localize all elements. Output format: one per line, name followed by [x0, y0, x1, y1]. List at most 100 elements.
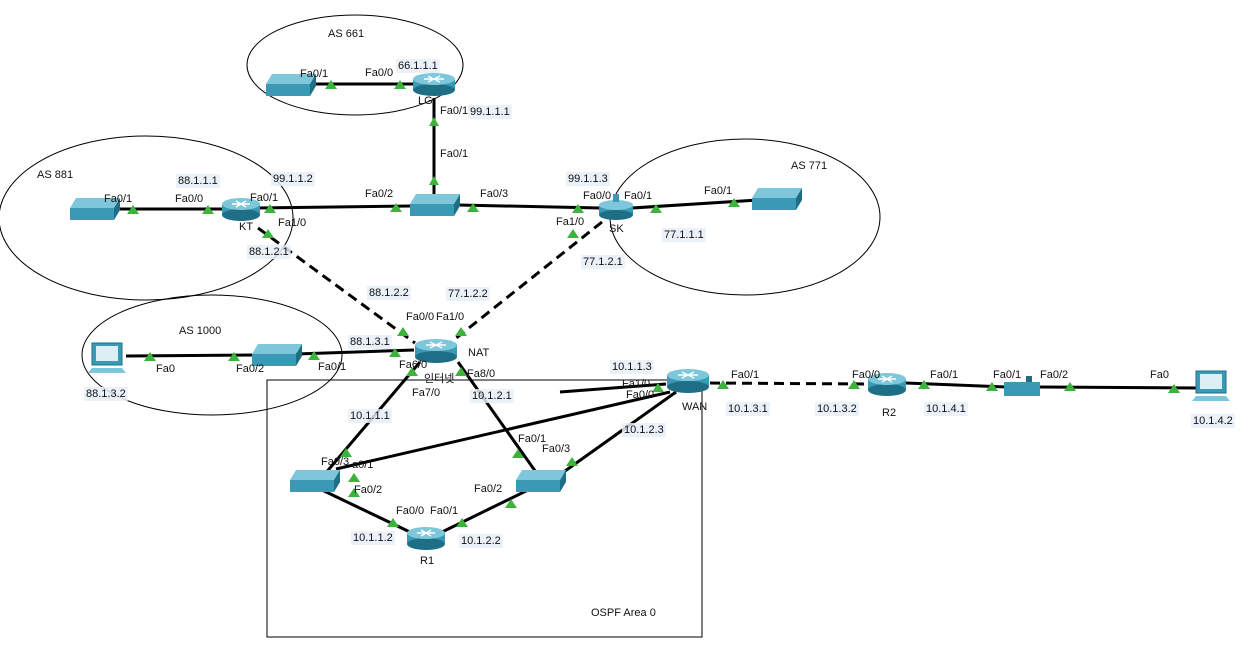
port-label: Fa0/1	[731, 369, 759, 381]
port-label: Fa0/1	[518, 433, 546, 445]
ip-label-background	[726, 402, 770, 416]
port-label: Fa0/3	[321, 456, 349, 468]
link-kt-swc[interactable]	[255, 204, 411, 210]
device-name-lg: LG	[418, 95, 433, 107]
port-label: Fa0/0	[365, 67, 393, 79]
ip-label: 10.1.4.2	[1193, 415, 1233, 427]
ip-label: 88.1.2.1	[249, 246, 289, 258]
port-label: Fa1/0	[278, 217, 306, 229]
port-label: Fa0/1	[104, 193, 132, 205]
port-label: Fa0/1	[300, 68, 328, 80]
port-label: Fa0/1	[704, 185, 732, 197]
ip-label-background	[1191, 414, 1235, 428]
port-dot	[467, 203, 479, 212]
ip-label: 99.1.1.1	[470, 106, 510, 118]
ip-label-background	[348, 335, 392, 349]
pc-right[interactable]	[1192, 370, 1230, 401]
link-wan-nat[interactable]	[559, 382, 667, 394]
router-wan[interactable]	[667, 369, 709, 393]
port-dot	[348, 488, 360, 497]
port-label: Fa1/0	[436, 311, 464, 323]
switch-r2-side[interactable]	[1004, 376, 1040, 396]
port-label: Fa0/0	[626, 389, 654, 401]
ip-label-background	[815, 402, 859, 416]
ip-label: 10.1.4.1	[926, 403, 966, 415]
link-r1-swr[interactable]	[439, 488, 529, 535]
switch-core[interactable]	[410, 194, 460, 216]
ip-label: 10.1.1.1	[350, 410, 390, 422]
ip-label: 99.1.1.2	[273, 173, 313, 185]
port-label: Fa0/1	[430, 505, 458, 517]
port-dot	[144, 352, 156, 361]
port-label: Fa0/0	[852, 369, 880, 381]
link-nat-swr[interactable]	[456, 361, 540, 476]
ospf-area-label: OSPF Area 0	[591, 607, 656, 619]
pc-as1000[interactable]	[88, 342, 126, 373]
port-dot	[455, 327, 467, 336]
router-sk[interactable]	[599, 194, 633, 220]
port-label: Fa0/1	[318, 361, 346, 373]
device-name-r2: R2	[882, 407, 896, 419]
port-dot	[505, 499, 517, 508]
port-label: Fa0/0	[583, 190, 611, 202]
link-sk-nat[interactable]	[449, 220, 603, 345]
ip-label: 10.1.1.3	[612, 361, 652, 373]
switch-ospf-right[interactable]	[516, 470, 566, 492]
as771-label: AS 771	[791, 160, 827, 172]
port-label: Fa0/3	[480, 188, 508, 200]
ip-label-background	[581, 255, 625, 269]
port-dot	[325, 80, 337, 89]
port-label: Fa1/0	[556, 216, 584, 228]
port-dot	[512, 449, 524, 458]
ip-label: 77.1.2.2	[448, 288, 488, 300]
port-label: Fa0/0	[175, 193, 203, 205]
device-name-nat: NAT	[468, 347, 489, 359]
device-name-wan: WAN	[682, 401, 707, 413]
internet-label: 인터넷	[424, 372, 454, 385]
ip-label-background	[470, 389, 514, 403]
link-wan-r2[interactable]	[709, 381, 869, 386]
port-dot	[308, 351, 320, 360]
switch-as881[interactable]	[70, 198, 120, 220]
port-dot	[202, 205, 214, 214]
ip-label-background	[348, 409, 392, 423]
port-label: Fa1/0	[622, 378, 650, 390]
port-label: Fa0/1	[624, 190, 652, 202]
link-wan-swl[interactable]	[335, 390, 671, 471]
port-label: Fa0/1	[250, 192, 278, 204]
switch-as1000[interactable]	[252, 344, 302, 366]
port-indicators	[127, 80, 1180, 527]
router-nat[interactable]	[415, 339, 457, 363]
ip-label: 10.1.2.1	[472, 390, 512, 402]
port-dot	[387, 518, 399, 527]
port-label: Fa0/2	[365, 188, 393, 200]
port-dot	[1168, 384, 1180, 393]
ospf-area0-region	[266, 379, 703, 638]
ip-label-background	[271, 172, 315, 186]
switch-as771[interactable]	[752, 188, 802, 210]
ip-label-background	[662, 228, 706, 242]
ip-label-background	[610, 360, 654, 374]
port-label: Fa0	[1150, 369, 1169, 381]
port-dot	[397, 327, 409, 336]
port-dot	[429, 176, 439, 185]
ip-label-background	[367, 286, 411, 300]
port-label: Fa0/0	[406, 311, 434, 323]
link-wan-swr[interactable]	[557, 390, 677, 478]
router-r1[interactable]	[407, 527, 445, 550]
port-dot	[717, 380, 729, 389]
port-dot	[652, 383, 664, 392]
router-r2[interactable]	[868, 373, 906, 396]
port-dot	[127, 205, 139, 214]
port-label: Fa0/1	[440, 105, 468, 117]
ip-label-background	[396, 59, 440, 73]
router-lg[interactable]	[413, 73, 455, 96]
link-sk-sw771[interactable]	[631, 198, 759, 210]
ip-label: 10.1.3.1	[728, 403, 768, 415]
as771-region	[609, 138, 881, 296]
port-dot	[567, 229, 579, 238]
switch-as661[interactable]	[266, 74, 316, 96]
router-kt[interactable]	[222, 198, 260, 221]
ip-label-background	[446, 287, 490, 301]
switch-ospf-left[interactable]	[290, 470, 340, 492]
